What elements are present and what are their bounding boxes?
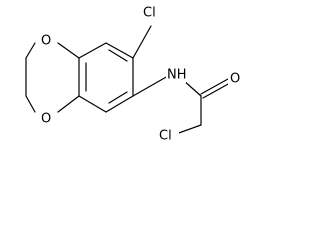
cl-top-label-bg xyxy=(141,5,163,21)
bond-c3-c4 xyxy=(105,95,134,113)
cl-bottom-label: Cl xyxy=(159,129,172,144)
bond-carbonyl-c-o-2 xyxy=(202,82,231,99)
aromatic-inner-bond-right xyxy=(108,91,128,104)
bond-c4-c5 xyxy=(78,95,107,113)
bond-ch2-cl-bottom xyxy=(175,124,202,135)
bond-o-lower-c5 xyxy=(57,95,80,113)
o-carbonyl-label: O xyxy=(230,72,240,87)
bond-c2-cl-top xyxy=(132,25,152,59)
atom-label-group: Cl NH O Cl O O xyxy=(39,5,242,144)
o-upper-label-bg xyxy=(39,33,53,49)
o-lower-label-bg xyxy=(39,111,53,127)
o-upper-label: O xyxy=(41,34,51,49)
nh-label-bg xyxy=(166,67,186,83)
o-lower-label: O xyxy=(41,112,51,127)
bond-c6-c1 xyxy=(78,42,107,59)
bond-c3-nh xyxy=(132,75,169,97)
aromatic-inner-bond-top xyxy=(108,49,128,62)
cl-bottom-label-bg xyxy=(157,128,179,144)
bond-ch2-o-lower xyxy=(25,95,36,113)
molecule-structure-diagram: Cl NH O Cl O O xyxy=(25,5,242,144)
cl-top-label: Cl xyxy=(143,6,156,21)
bond-c6-o-upper xyxy=(57,42,80,59)
bond-group xyxy=(25,25,231,135)
bond-o-upper-ch2 xyxy=(25,42,36,59)
bond-c1-c2 xyxy=(105,42,134,59)
bond-carbonyl-c-o-1 xyxy=(200,78,229,95)
nh-label: NH xyxy=(167,68,187,83)
o-carbonyl-label-bg xyxy=(228,71,242,87)
